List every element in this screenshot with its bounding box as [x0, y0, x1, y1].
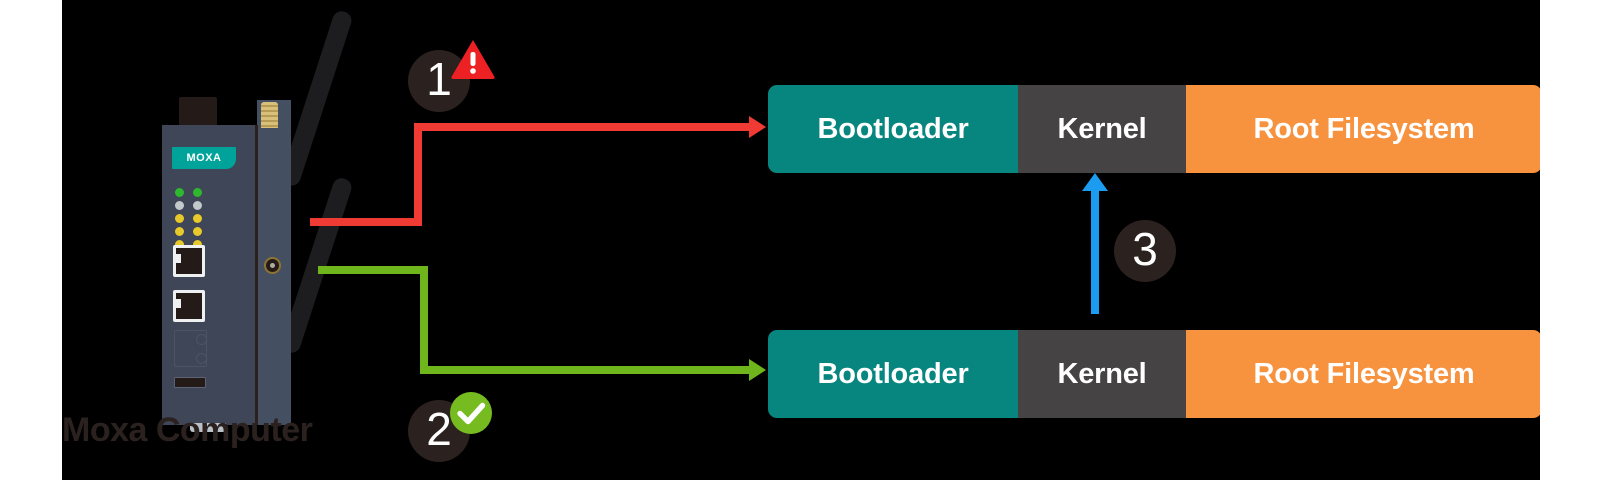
diagram-canvas: MOXA [62, 0, 1540, 480]
step-badge-1: 1 [408, 40, 495, 112]
led-indicator [193, 201, 202, 210]
device-caption: Moxa Computer [62, 411, 313, 449]
led-indicator [193, 188, 202, 197]
step-badge-2-number: 2 [426, 403, 452, 455]
ethernet-port-1-icon [173, 245, 205, 277]
partition-segment-bootloader: Bootloader [768, 330, 1018, 418]
step-badge-1-number: 1 [426, 53, 452, 105]
recovery-arrow-segment-v [1091, 190, 1099, 314]
successful-boot-arrow-segment-h2 [420, 366, 750, 374]
partition-segment-bootloader: Bootloader [768, 85, 1018, 173]
failed-boot-arrow-segment-v [414, 123, 422, 226]
ethernet-port-2-icon [173, 290, 205, 322]
step-badge-2: 2 [408, 392, 492, 462]
primary-partition-bar: Bootloader Kernel Root Filesystem [768, 85, 1540, 173]
device-edge-seam [255, 125, 258, 425]
terminal-screw-icon [196, 353, 207, 364]
terminal-screw-icon [196, 334, 207, 345]
failed-boot-arrow-segment-h1 [310, 218, 422, 226]
partition-segment-root-filesystem: Root Filesystem [1186, 330, 1540, 418]
ethernet-port-tab [176, 254, 181, 263]
step-badge-3-number: 3 [1132, 223, 1158, 275]
recovery-arrowhead-icon [1082, 173, 1108, 191]
ethernet-port-tab [176, 299, 181, 308]
device-front-panel: MOXA [162, 125, 258, 425]
led-indicator [175, 214, 184, 223]
successful-boot-arrow-segment-v [420, 266, 428, 370]
successful-boot-arrow-segment-h1 [318, 266, 428, 274]
step-badge-3: 3 [1114, 220, 1176, 282]
led-indicator [175, 188, 184, 197]
led-indicator [193, 214, 202, 223]
device-round-connector-icon [264, 257, 281, 274]
secondary-partition-bar: Bootloader Kernel Root Filesystem [768, 330, 1540, 418]
failed-boot-arrow-segment-h2 [414, 123, 750, 131]
led-indicator [175, 227, 184, 236]
moxa-logo: MOXA [172, 147, 236, 169]
led-indicator [193, 227, 202, 236]
led-indicator [175, 201, 184, 210]
device-sd-card-slot-icon [174, 377, 206, 388]
partition-segment-root-filesystem: Root Filesystem [1186, 85, 1540, 173]
partition-segment-kernel: Kernel [1018, 85, 1186, 173]
led-indicator [175, 240, 184, 249]
device-din-rail-foot [190, 423, 226, 432]
failed-boot-arrowhead-icon [749, 116, 766, 138]
device-top-connector [179, 97, 217, 127]
device-terminal-block [174, 330, 207, 367]
successful-boot-arrowhead-icon [749, 359, 766, 381]
partition-segment-kernel: Kernel [1018, 330, 1186, 418]
led-indicator [193, 240, 202, 249]
sma-antenna-connector-icon [261, 102, 278, 128]
led-indicator-grid [175, 188, 202, 251]
warning-triangle-icon [450, 36, 496, 82]
check-circle-icon [448, 390, 494, 436]
